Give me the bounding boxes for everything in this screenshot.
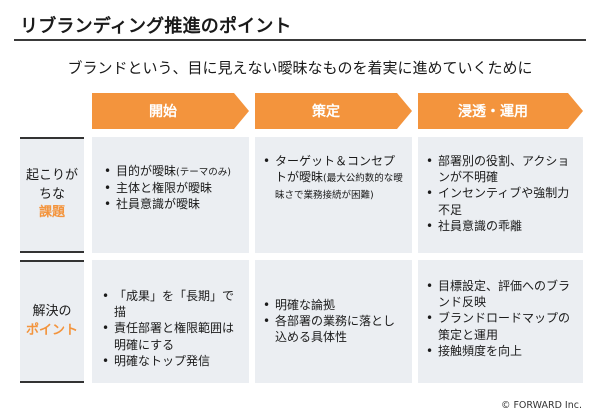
- item-note: (テーマのみ): [176, 167, 231, 178]
- cell-challenges-rollout: 部署別の役割、アクションが不明確 インセンティブや強制力不足 社員意識の乖離: [418, 137, 583, 253]
- cell-solutions-strategy: 明確な論拠 各部署の業務に落とし込める具体性: [255, 260, 412, 383]
- copyright-notice: © FORWARD Inc.: [500, 400, 582, 411]
- cell-solutions-start: 「成果」を「長期」で描 責任部署と権限範囲は明確にする 明確なトップ発信: [92, 260, 249, 383]
- list-item: 責任部署と権限範囲は明確にする: [102, 320, 241, 352]
- list-item: 明確なトップ発信: [102, 353, 241, 369]
- phase-arrow-start: 開始: [92, 93, 249, 129]
- row-label-accent: 課題: [38, 205, 65, 221]
- phase-label: 開始: [149, 104, 177, 120]
- list-item: 明確な論拠: [263, 297, 404, 313]
- list-item: 目標設定、評価へのブランド反映: [426, 278, 577, 310]
- row-label-text: 解決の: [32, 303, 72, 319]
- list-item: 接触頻度を向上: [426, 343, 577, 359]
- list-item: 部署別の役割、アクションが不明確: [426, 153, 577, 185]
- row-label-challenges: 起こりがちな 課題: [20, 137, 84, 253]
- list-item: ブランドロードマップの策定と運用: [426, 310, 577, 342]
- phase-arrow-rollout: 浸透・運用: [418, 93, 583, 129]
- list-item: 主体と権限が曖昧: [104, 180, 241, 196]
- list-item: 目的が曖昧(テーマのみ): [104, 163, 241, 180]
- phase-label: 策定: [312, 104, 340, 120]
- slide-subtitle: ブランドという、目に見えない曖昧なものを着実に進めていくために: [67, 59, 533, 77]
- slide-title: リブランディング推進のポイント: [20, 16, 292, 37]
- list-item: ターゲット＆コンセプトが曖昧(最大公約数的な曖昧さで業務接続が困難): [263, 153, 404, 203]
- row-label-accent: ポイント: [25, 322, 78, 338]
- cell-challenges-start: 目的が曖昧(テーマのみ) 主体と権限が曖昧 社員意識が曖昧: [92, 137, 249, 253]
- row-label-text: 起こりがちな: [25, 167, 78, 202]
- list-item: 社員意識の乖離: [426, 218, 577, 234]
- list-item: インセンティブや強制力不足: [426, 185, 577, 217]
- list-item: 「成果」を「長期」で描: [102, 288, 241, 320]
- list-item: 各部署の業務に落とし込める具体性: [263, 313, 404, 345]
- row-label-solutions: 解決の ポイント: [20, 260, 84, 383]
- title-underline: [14, 39, 586, 41]
- cell-solutions-rollout: 目標設定、評価へのブランド反映 ブランドロードマップの策定と運用 接触頻度を向上: [418, 260, 583, 383]
- item-note: (最大公約数的な曖昧さで業務接続が困難): [275, 173, 403, 201]
- phase-label: 浸透・運用: [458, 104, 528, 120]
- phase-arrow-strategy: 策定: [255, 93, 412, 129]
- cell-challenges-strategy: ターゲット＆コンセプトが曖昧(最大公約数的な曖昧さで業務接続が困難): [255, 137, 412, 253]
- list-item: 社員意識が曖昧: [104, 196, 241, 212]
